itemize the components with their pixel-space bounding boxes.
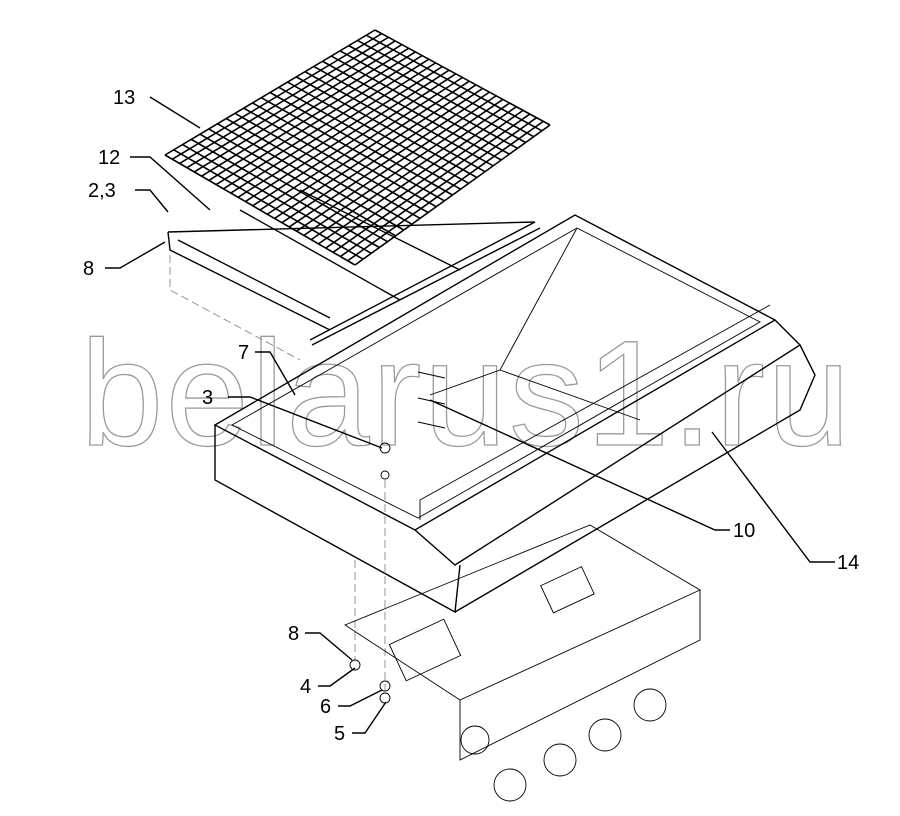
frame [167,189,541,361]
callout-3: 3 [202,387,213,409]
watermark: belarus1.ru [80,309,852,477]
callout-5: 5 [334,723,345,745]
callout-8-top: 8 [83,258,94,280]
hopper [213,214,816,690]
callout-8-bottom: 8 [288,623,299,645]
callout-4: 4 [300,676,311,698]
callout-2-3: 2,3 [88,180,116,202]
grid-mesh [164,29,551,266]
callout-labels: 13 12 2,3 8 7 3 10 14 8 4 6 5 [83,87,859,745]
callout-14: 14 [837,552,859,574]
callout-13: 13 [113,87,135,109]
callout-7: 7 [238,342,249,364]
callout-12: 12 [98,147,120,169]
callout-6: 6 [320,696,331,718]
distributor-base [344,524,701,802]
callout-10: 10 [733,520,755,542]
leader-lines [105,96,835,734]
